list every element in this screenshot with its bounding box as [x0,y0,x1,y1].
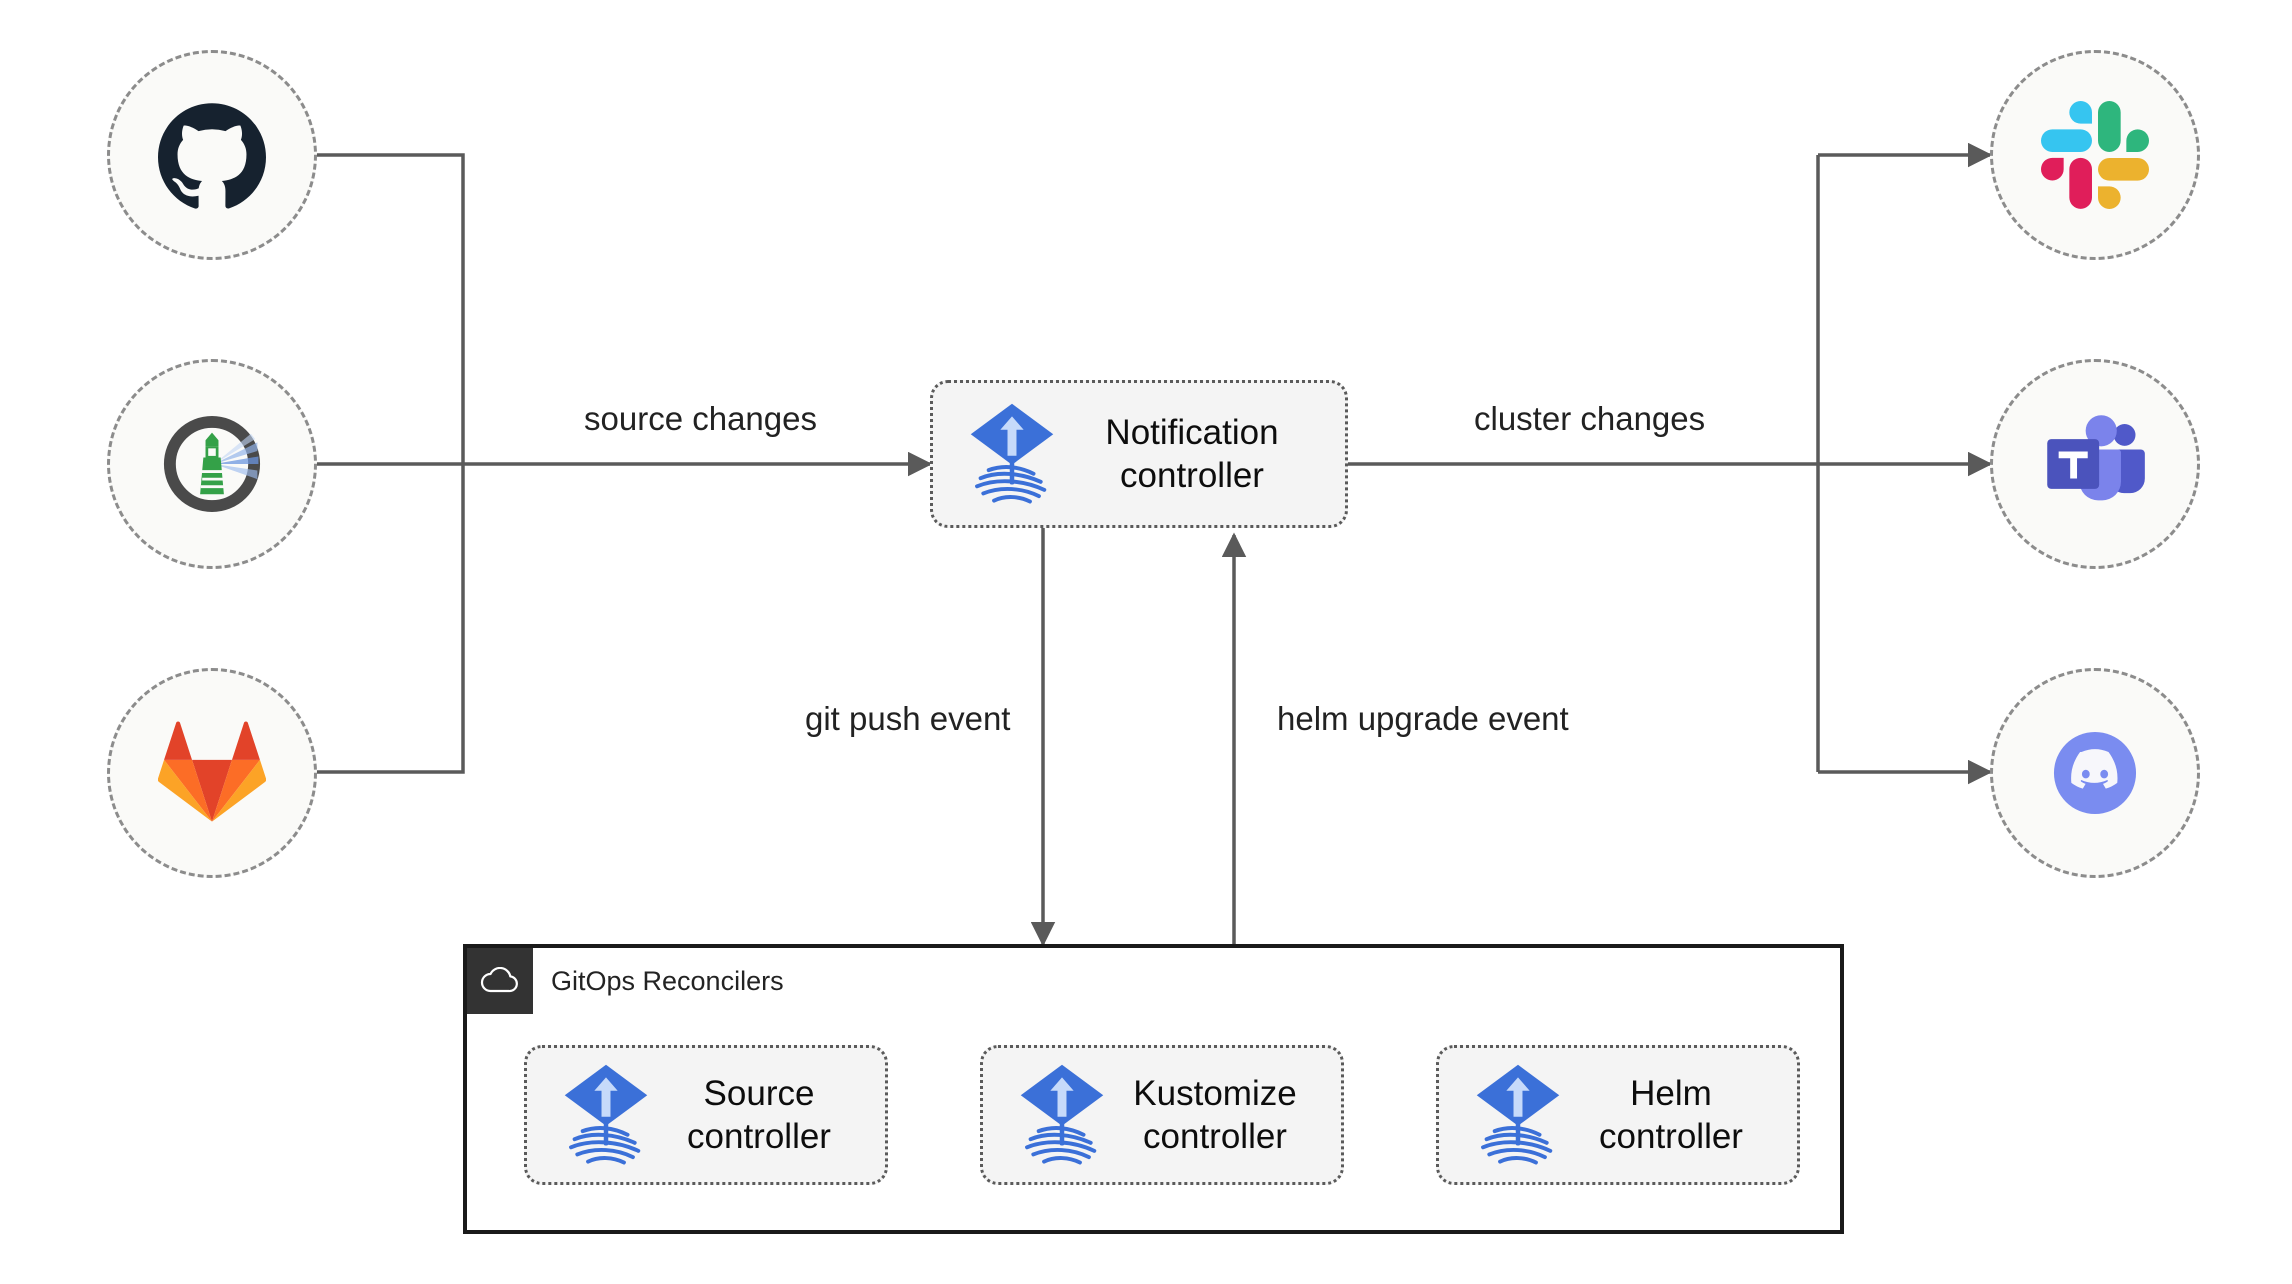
destination-endpoint-discord[interactable] [1990,668,2200,878]
edge-label-git-push-event: git push event [805,700,1011,737]
edge-left-bus [313,153,465,774]
edge-label-source-changes: source changes [584,400,817,437]
flux-logo-icon [1476,1064,1560,1165]
gitops-header: GitOps Reconcilers [467,948,784,1014]
flagger-lighthouse-icon [163,415,261,513]
gitops-title: GitOps Reconcilers [551,965,784,996]
flux-logo-icon [1020,1064,1104,1165]
notification-controller-label: Notification controller [1105,412,1279,495]
kustomize-controller-node[interactable]: Kustomize controller [980,1045,1344,1185]
source-controller-label: Source controller [687,1073,831,1156]
helm-controller-label: Helm controller [1599,1073,1743,1156]
helm-controller-node[interactable]: Helm controller [1436,1045,1800,1185]
kustomize-controller-label: Kustomize controller [1133,1073,1297,1156]
gitlab-icon [158,721,266,822]
github-icon [158,103,266,209]
discord-icon [2053,731,2137,815]
source-endpoint-flagger[interactable] [107,359,317,569]
edge-label-cluster-changes: cluster changes [1474,400,1706,437]
gitops-reconcilers-container: GitOps Reconcilers Source controller [463,944,1844,1234]
notification-controller-node[interactable]: Notification controller [930,380,1348,528]
slack-icon [2041,101,2149,209]
source-endpoint-github[interactable] [107,50,317,260]
source-controller-node[interactable]: Source controller [524,1045,888,1185]
flux-logo-icon [564,1064,648,1165]
ms-teams-icon [2047,415,2145,501]
source-endpoint-gitlab[interactable] [107,668,317,878]
cloud-icon [480,967,518,993]
destination-endpoint-slack[interactable] [1990,50,2200,260]
edge-label-helm-upgrade-event: helm upgrade event [1277,700,1569,737]
flux-logo-icon [970,403,1054,504]
destination-endpoint-teams[interactable] [1990,359,2200,569]
cloud-badge [467,948,533,1014]
